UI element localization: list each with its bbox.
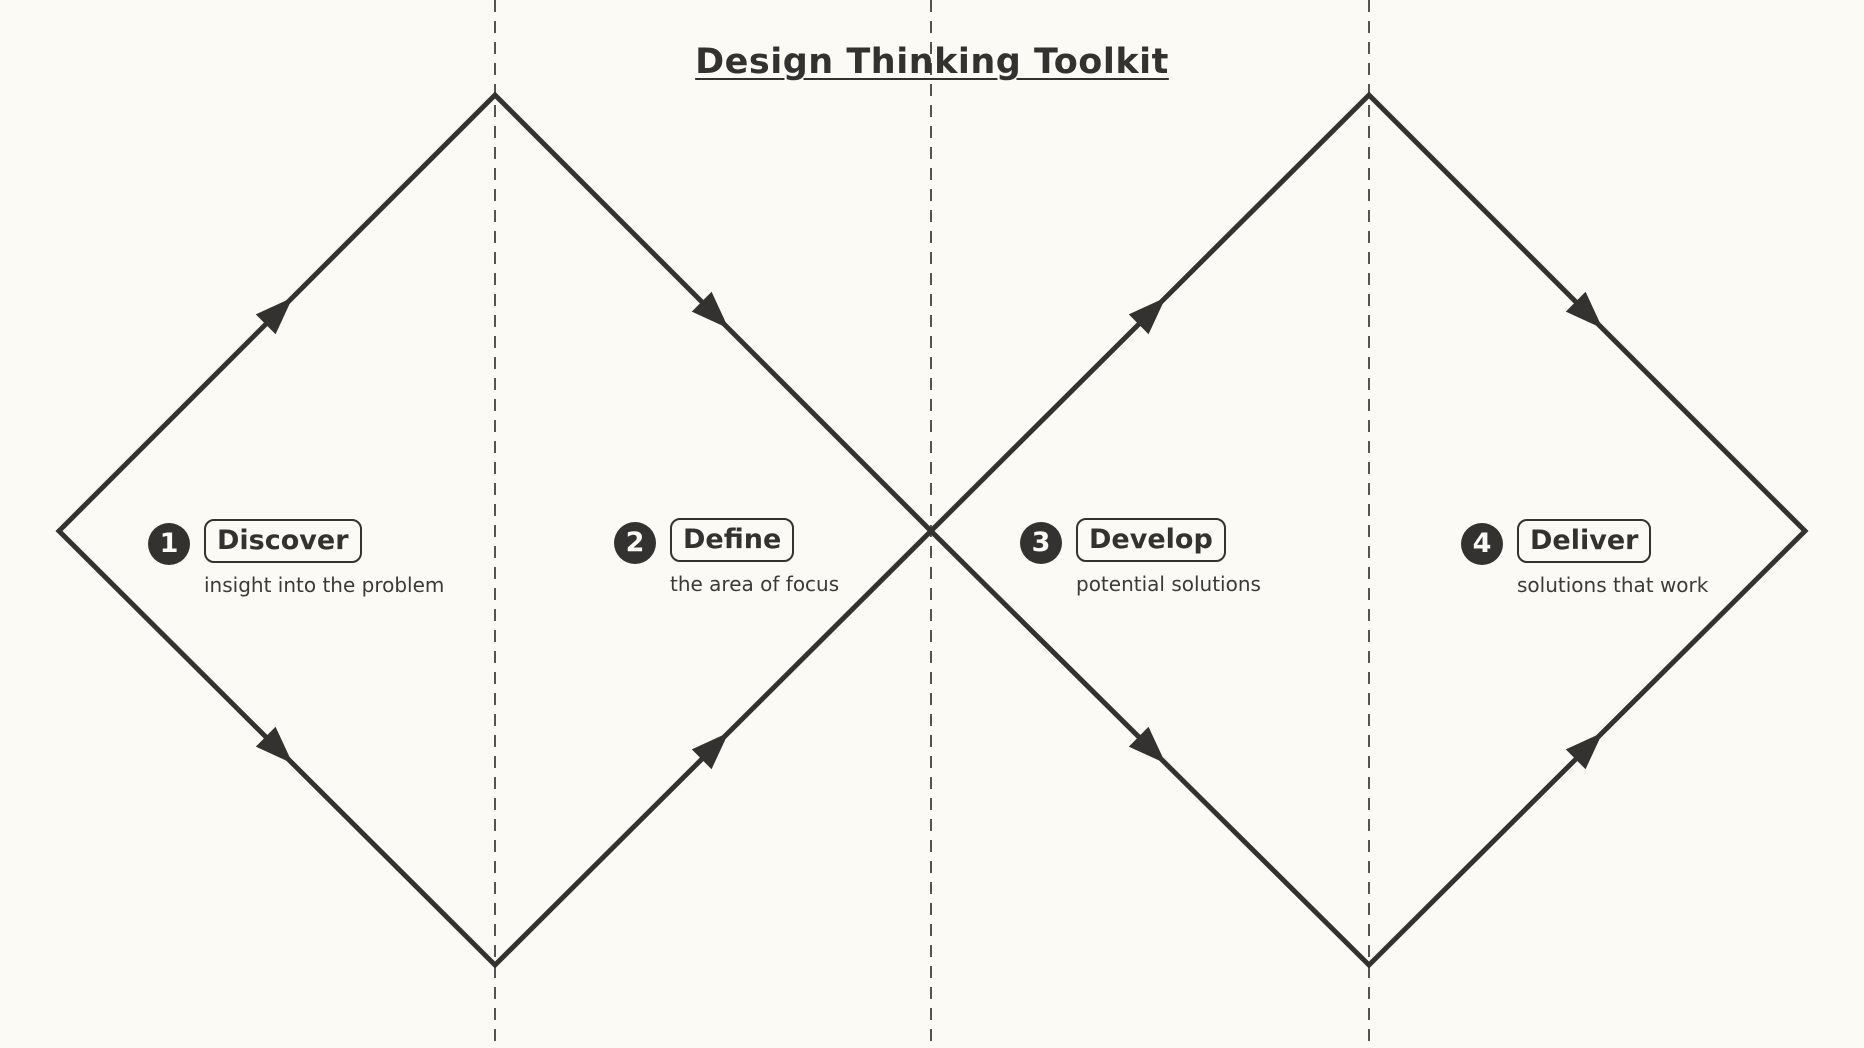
- phase-number-badge: 4: [1461, 523, 1503, 565]
- phase-number-badge: 1: [148, 523, 190, 565]
- page-title: Design Thinking Toolkit: [695, 42, 1169, 82]
- phase-label: Define: [670, 518, 795, 562]
- direction-arrow-icon: [1565, 732, 1603, 770]
- direction-arrow-icon: [255, 726, 293, 764]
- phase-description: insight into the problem: [204, 573, 445, 597]
- phase-description: potential solutions: [1076, 572, 1261, 596]
- direction-arrow-icon: [691, 732, 729, 770]
- phase-label: Develop: [1076, 518, 1226, 562]
- phase-label: Discover: [204, 519, 362, 563]
- direction-arrow-icon: [1128, 297, 1166, 335]
- phase-description: the area of focus: [670, 572, 840, 596]
- phase-number-badge: 3: [1020, 522, 1062, 564]
- phase-number-badge: 2: [614, 522, 656, 564]
- direction-arrow-icon: [691, 291, 729, 329]
- phase-label: Deliver: [1517, 519, 1652, 563]
- diamond-solution-outline: [927, 91, 1809, 969]
- direction-arrow-icon: [1565, 291, 1603, 329]
- phase-description: solutions that work: [1517, 573, 1709, 597]
- direction-arrow-icon: [1128, 726, 1166, 764]
- direction-arrow-icon: [255, 297, 293, 335]
